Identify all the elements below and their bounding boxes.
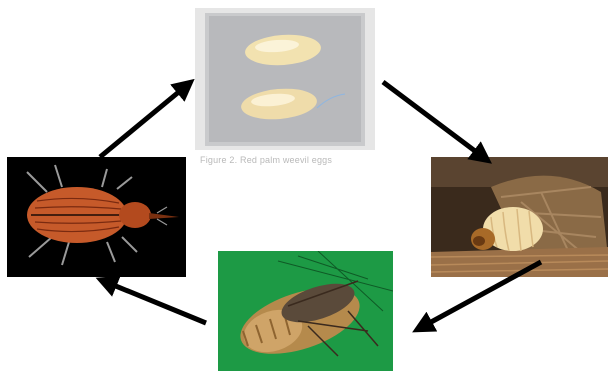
larva-photo [431,157,608,277]
arrow-pupa-to-adult [106,282,206,323]
arrow-adult-to-eggs [100,86,186,157]
pupa-photo [218,251,393,371]
arrow-eggs-to-larva [383,82,483,157]
eggs-photo [195,8,375,150]
adult-weevil-photo [7,157,186,277]
eggs-caption: Figure 2. Red palm weevil eggs [200,155,376,165]
